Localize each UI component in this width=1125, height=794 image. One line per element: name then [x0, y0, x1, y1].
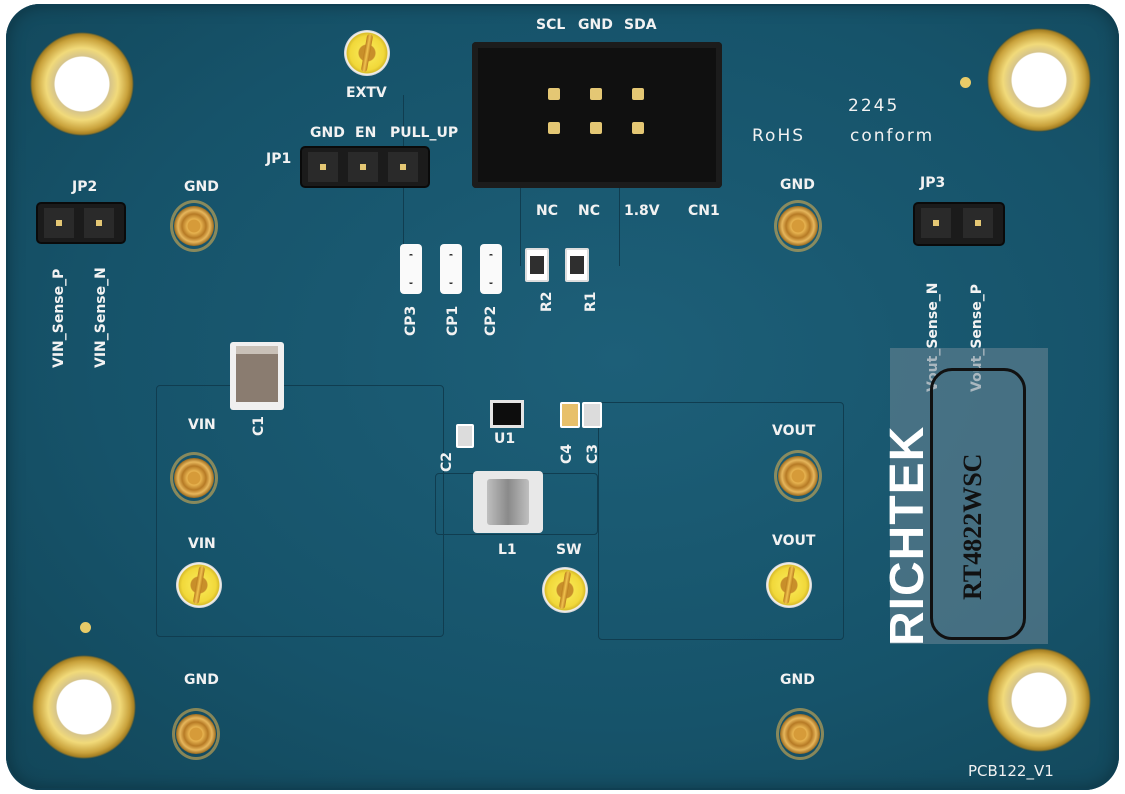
- mounting-hole-bottom-left: [32, 655, 136, 759]
- marking-area: [890, 348, 1048, 644]
- cn1-connector[interactable]: [472, 42, 722, 188]
- jp1-label: JP1: [266, 151, 292, 167]
- mounting-hole-top-left: [30, 32, 134, 136]
- vin-label-1: VIN: [188, 417, 216, 433]
- cp1-label: CP1: [445, 305, 461, 336]
- part-number: RT4822WSC: [958, 453, 987, 600]
- jp2-pin-1: [44, 208, 74, 238]
- gnd-top-left-label: GND: [184, 179, 219, 195]
- cp3-capacitor: [400, 244, 422, 294]
- jp3-pin-2: [963, 208, 993, 238]
- gnd-bottom-left-terminal[interactable]: [172, 708, 220, 760]
- nc-label-a: NC: [536, 203, 558, 219]
- pcb-revision: PCB122_V1: [968, 762, 1054, 780]
- brand-logo: RICHTEK: [881, 425, 934, 646]
- cn1-pin-4: [548, 122, 560, 134]
- r1-resistor: [565, 248, 589, 282]
- c3-capacitor: [582, 402, 602, 428]
- cn1-pin-6: [632, 122, 644, 134]
- mounting-hole-bottom-right: [987, 648, 1091, 752]
- cn1-pin-1: [548, 88, 560, 100]
- extv-test-point[interactable]: [344, 30, 390, 76]
- jp2-label: JP2: [72, 179, 98, 195]
- vin-sense-p-label: VIN_Sense_P: [51, 268, 67, 368]
- jp1-gnd-label: GND: [310, 125, 345, 141]
- cp2-label: CP2: [483, 305, 499, 336]
- c4-label: C4: [559, 443, 575, 464]
- vout-copper-outline: [598, 402, 844, 640]
- cn1-label: CN1: [688, 203, 720, 219]
- gnd-bottom-right-terminal[interactable]: [776, 708, 824, 760]
- sw-test-point[interactable]: [542, 567, 588, 613]
- gnd-bottom-right-label: GND: [780, 672, 815, 688]
- jp3-pin-1: [921, 208, 951, 238]
- rohs-label: RoHS: [752, 126, 806, 146]
- jp3-label: JP3: [920, 175, 946, 191]
- vout-terminal-1[interactable]: [774, 450, 822, 502]
- cn1-pin-5: [590, 122, 602, 134]
- jp1-pin-2: [348, 152, 378, 182]
- signal-trace-2: [520, 188, 620, 266]
- l1-inductor: [473, 471, 543, 533]
- cp3-label: CP3: [403, 305, 419, 336]
- r2-resistor: [525, 248, 549, 282]
- jp2-pin-2: [84, 208, 114, 238]
- cn1-pin-2: [590, 88, 602, 100]
- cp1-capacitor: [440, 244, 462, 294]
- date-code: 2245: [848, 96, 900, 116]
- extv-label: EXTV: [346, 85, 387, 101]
- vin-terminal-1[interactable]: [170, 452, 218, 504]
- jp1-header[interactable]: [302, 148, 428, 186]
- c1-capacitor: [230, 342, 284, 410]
- jp1-pullup-label: PULL_UP: [390, 125, 459, 141]
- r2-label: R2: [539, 291, 555, 312]
- vout-test-point-2[interactable]: [766, 562, 812, 608]
- sw-label: SW: [556, 542, 582, 558]
- l1-label: L1: [498, 542, 517, 558]
- conform-label: conform: [850, 126, 935, 146]
- cp2-capacitor: [480, 244, 502, 294]
- fiducial-dot-left: [80, 622, 91, 633]
- gnd-pin-label: GND: [578, 17, 613, 33]
- u1-label: U1: [494, 431, 516, 447]
- vin-label-2: VIN: [188, 536, 216, 552]
- nc-label-b: NC: [578, 203, 600, 219]
- jp2-header[interactable]: [38, 204, 124, 242]
- fiducial-dot-right: [960, 77, 971, 88]
- gnd-top-right-terminal[interactable]: [774, 200, 822, 252]
- vout-label-2: VOUT: [772, 533, 816, 549]
- jp1-pin-3: [388, 152, 418, 182]
- sda-label: SDA: [624, 17, 657, 33]
- c1-label: C1: [251, 415, 267, 436]
- c2-capacitor: [456, 424, 474, 448]
- vin-test-point-2[interactable]: [176, 562, 222, 608]
- c4-capacitor: [560, 402, 580, 428]
- vin-sense-n-label: VIN_Sense_N: [93, 267, 109, 368]
- gnd-top-left-terminal[interactable]: [170, 200, 218, 252]
- vin-copper-outline: [156, 385, 444, 637]
- c3-label: C3: [585, 443, 601, 464]
- jp1-pin-1: [308, 152, 338, 182]
- jp3-header[interactable]: [915, 204, 1003, 244]
- vout-label-1: VOUT: [772, 423, 816, 439]
- cn1-pin-3: [632, 88, 644, 100]
- gnd-bottom-left-label: GND: [184, 672, 219, 688]
- scl-label: SCL: [536, 17, 566, 33]
- r1-label: R1: [583, 291, 599, 312]
- jp1-en-label: EN: [355, 125, 377, 141]
- v18-label: 1.8V: [624, 203, 660, 219]
- mounting-hole-top-right: [987, 28, 1091, 132]
- part-number-box: [930, 368, 1026, 640]
- u1-ic: [490, 400, 524, 428]
- c2-label: C2: [439, 451, 455, 472]
- gnd-top-right-label: GND: [780, 177, 815, 193]
